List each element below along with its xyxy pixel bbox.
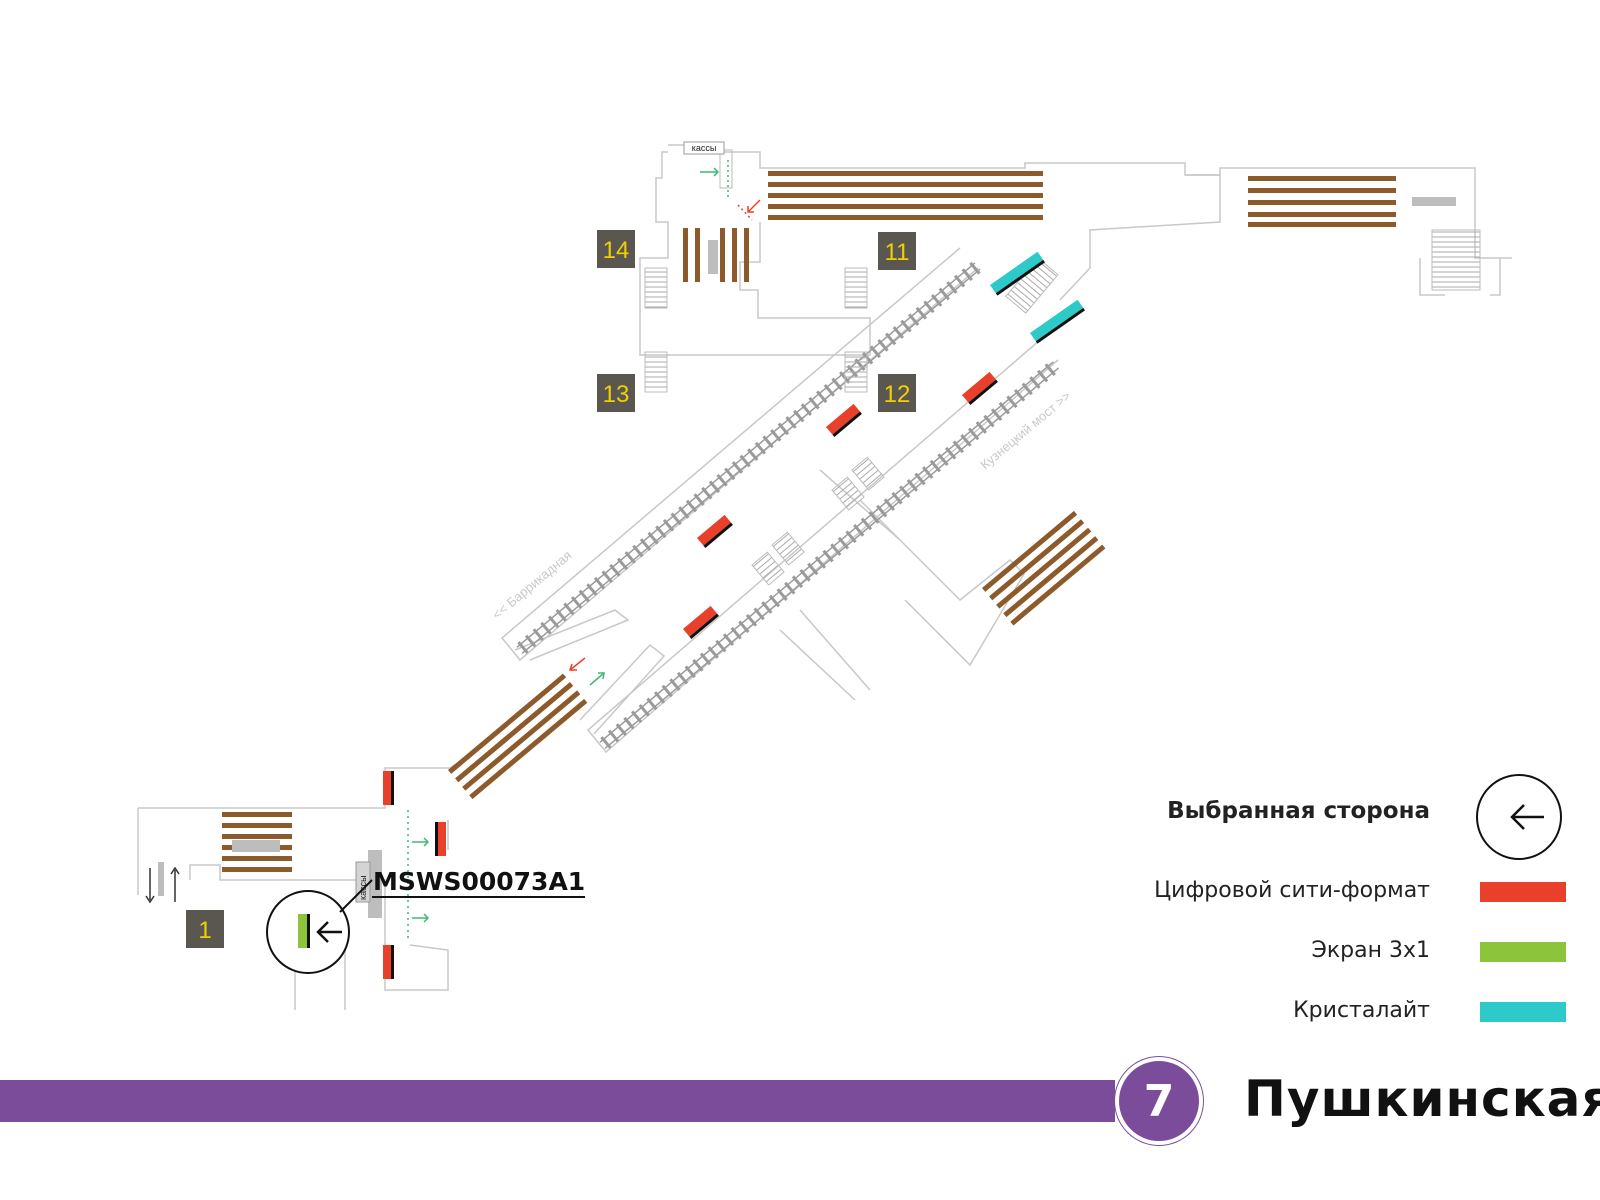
- digital-city-format-panels: [383, 371, 998, 979]
- swatch-cyan: [1480, 1002, 1566, 1022]
- metro-line-band: [0, 1080, 1115, 1122]
- exit-13: 13: [597, 374, 635, 412]
- svg-text:14: 14: [603, 237, 630, 264]
- svg-text:12: 12: [884, 381, 911, 408]
- exit-12: 12: [878, 374, 916, 412]
- legend-crystalite: Кристалайт: [1293, 998, 1430, 1023]
- svg-text:11: 11: [885, 239, 910, 266]
- legend-screen-3x1: Экран 3x1: [1311, 938, 1431, 963]
- escalator-diagonal-east: [982, 510, 1106, 626]
- escalator-diagonal-south: [448, 673, 588, 800]
- turnstiles: [158, 197, 1456, 918]
- svg-text:кассы: кассы: [692, 143, 717, 153]
- stairs: [644, 149, 1481, 586]
- svg-text:13: 13: [603, 381, 630, 408]
- track-upper: [515, 260, 983, 656]
- ticket-office-top: кассы: [683, 141, 725, 155]
- direction-kuznetsky-most: Кузнецкий мост >>: [977, 388, 1073, 472]
- legend-digital-city-format: Цифровой сити-формат: [1154, 878, 1430, 903]
- station-name: Пушкинская: [1244, 1070, 1600, 1128]
- line-number-badge: 7: [1115, 1057, 1203, 1145]
- swatch-red: [1480, 882, 1566, 902]
- arrow-left-icon: [316, 921, 342, 943]
- exit-1: 1: [186, 910, 224, 948]
- crystalite-panels: [990, 251, 1085, 344]
- swatch-green: [1480, 942, 1566, 962]
- selected-side-arrow-icon: [1476, 774, 1562, 860]
- svg-text:1: 1: [198, 917, 211, 944]
- hall-outlines: [137, 144, 1512, 1010]
- ticket-office-bottom: кассы: [355, 861, 371, 903]
- escalators: [222, 171, 1396, 872]
- placement-code: MSWS00073A1: [373, 867, 585, 896]
- legend-selected-side: Выбранная сторона: [1167, 798, 1430, 824]
- track-lower: [598, 359, 1061, 751]
- exit-14: 14: [597, 230, 635, 268]
- exit-11: 11: [878, 232, 916, 270]
- flow-arrows: [145, 160, 761, 940]
- selected-placement-marker[interactable]: MSWS00073A1: [266, 867, 585, 974]
